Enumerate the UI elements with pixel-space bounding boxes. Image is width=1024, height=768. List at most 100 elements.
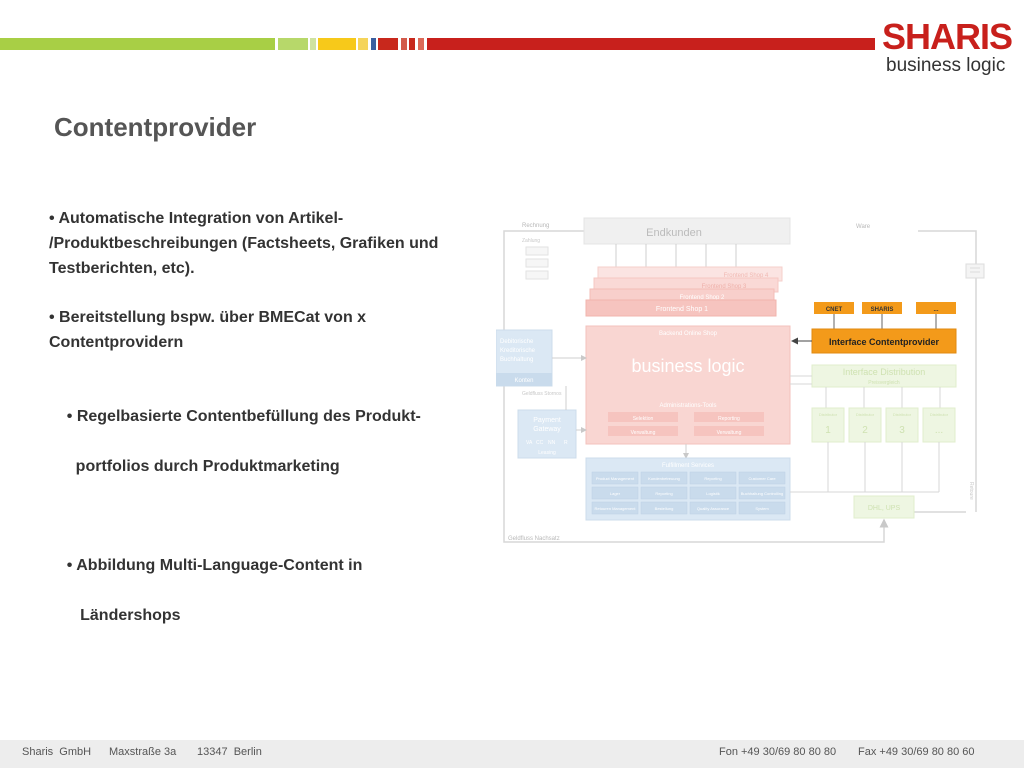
label-ware: Ware (856, 224, 871, 230)
sharis-logo: SHARIS business logic (882, 16, 1013, 76)
bullet-line: portfolios durch Produktmarketing (66, 458, 340, 475)
konten-bar (496, 373, 552, 386)
bullet-line: • Regelbasierte Contentbefüllung des Pro… (66, 408, 421, 425)
payment-code: VA (526, 440, 533, 446)
distributor-box (811, 407, 845, 443)
distribution-connectors (790, 375, 941, 408)
provider-cnet-label: CNET (826, 307, 843, 313)
bullet-line: • Bereitstellung bspw. über BMECat von x (49, 309, 367, 326)
admin-item (694, 426, 764, 436)
distributor-label: Distributor (930, 412, 949, 417)
interface-contentprovider-label: Interface Contentprovider (829, 337, 940, 347)
bullet-line: Contentprovidern (49, 334, 184, 351)
konten-label: Konten (514, 378, 533, 384)
bullet-item: • Abbildung Multi-Language-Content in Lä… (49, 528, 489, 653)
endkunden-label: Endkunden (646, 227, 702, 239)
distributor-box (922, 407, 956, 443)
footer-company: Sharis GmbH (22, 746, 92, 758)
label-geldfluss-left: Geldfluss Stornos (522, 391, 562, 397)
distributor-num: 1 (825, 425, 831, 436)
distributor-num: 3 (899, 425, 905, 436)
distributor-box (885, 407, 919, 443)
frontend-shop-3-label: Frontend Shop 3 (702, 284, 747, 290)
stripe-green-light (278, 38, 308, 50)
logo-main: SHARIS (882, 16, 1013, 57)
legend-boxes (525, 246, 549, 280)
provider-connectors (833, 314, 937, 329)
provider-sharis (862, 302, 902, 314)
fulfillment-item-labels: Product Management Kundenbetreuung Repor… (595, 476, 784, 511)
label-retoure: Retoure (968, 482, 974, 500)
label-zahlung: Zahlung (522, 238, 540, 244)
footer-fax: Fax +49 30/69 80 80 60 (858, 746, 975, 758)
label-geldfluss: Geldfluss Nachsatz (508, 536, 560, 542)
fulfillment-item: Logistik (706, 491, 720, 496)
fulfillment-item: Bestellung (655, 506, 674, 511)
business-logic-box (585, 325, 791, 445)
admin-item-label: Verwaltung (631, 430, 656, 436)
distributor-label: Distributor (819, 412, 838, 417)
bullet-line: • Automatische Integration von Artikel- (49, 210, 344, 227)
distributor-num: ... (935, 425, 943, 436)
kreditor-label: Kreditorische (500, 348, 536, 354)
debitor-label: Debitorische (500, 339, 534, 345)
footer-phone: Fon +49 30/69 80 80 80 (719, 746, 837, 758)
bullet-item: • Regelbasierte Contentbefüllung des Pro… (49, 379, 489, 504)
frontend-shop-4-label: Frontend Shop 4 (724, 273, 769, 279)
stripe-yellow (318, 38, 356, 50)
stripe-red-a (378, 38, 398, 50)
footer-street: Maxstraße 3a (109, 746, 177, 758)
fulfillment-grid (591, 471, 786, 515)
distributor-num: 2 (862, 425, 868, 436)
frontend-shop-1 (585, 299, 777, 317)
page-title: Contentprovider (54, 112, 257, 142)
buchhaltung-label: Buchhaltung (500, 357, 533, 363)
admin-item-label: Verwaltung (717, 430, 742, 436)
leasing-label: Leasing (538, 450, 556, 456)
fulfillment-item: Reporting (655, 491, 672, 496)
stripe-red-main (427, 38, 875, 50)
payment-label: Payment (533, 417, 561, 424)
shipping-label: DHL, UPS (868, 505, 901, 512)
payment-code: R (564, 440, 568, 446)
footer: Sharis GmbH Maxstraße 3a 13347 Berlin Fo… (0, 740, 1024, 768)
shipping-box (853, 495, 915, 519)
distributor-box (848, 407, 882, 443)
bullet-item: • Automatische Integration von Artikel- … (49, 206, 489, 281)
interface-contentprovider-box (811, 328, 957, 354)
provider-more (916, 302, 956, 314)
admin-item-label: Reporting (718, 416, 740, 422)
bullet-line: /Produktbeschreibungen (Factsheets, Graf… (49, 235, 439, 252)
provider-cnet (814, 302, 854, 314)
business-logic-label: business logic (631, 356, 744, 376)
fulfillment-item: Lager (610, 491, 621, 496)
endkunden-box (583, 217, 791, 245)
shipping-connectors (790, 442, 940, 493)
admin-item (608, 412, 678, 422)
fulfillment-item: System (755, 506, 769, 511)
bullet-line: • Abbildung Multi-Language-Content in (66, 557, 363, 574)
interface-distribution-label: Interface Distribution (843, 367, 926, 377)
payment-code: NN (548, 440, 556, 446)
document-icon (965, 263, 985, 279)
distributor-label: Distributor (856, 412, 875, 417)
stripe-red-c (409, 38, 415, 50)
provider-sharis-label: SHARIS (871, 307, 894, 313)
gateway-label: Gateway (533, 426, 561, 433)
frontend-shop-2-label: Frontend Shop 2 (680, 295, 725, 301)
payment-gateway-box (517, 409, 577, 459)
fulfillment-item: Buchhaltung Controlling (741, 491, 783, 496)
admin-item-label: Selektion (633, 416, 654, 422)
admin-label: Administrations-Tools (659, 403, 716, 409)
backend-label: Backend Online Shop (659, 331, 718, 337)
payment-code: CC (536, 440, 544, 446)
left-connectors (552, 355, 689, 459)
stripe-red-b (401, 38, 407, 50)
fulfillment-item: Customer Care (748, 476, 776, 481)
fulfillment-item: Reporting (704, 476, 721, 481)
fulfillment-item: Retouren Management (595, 506, 637, 511)
stripe-red-d (418, 38, 424, 50)
fulfillment-item: Product Management (596, 476, 635, 481)
stripe-yellow-small (358, 38, 368, 50)
bullet-list: • Automatische Integration von Artikel- … (49, 206, 489, 677)
